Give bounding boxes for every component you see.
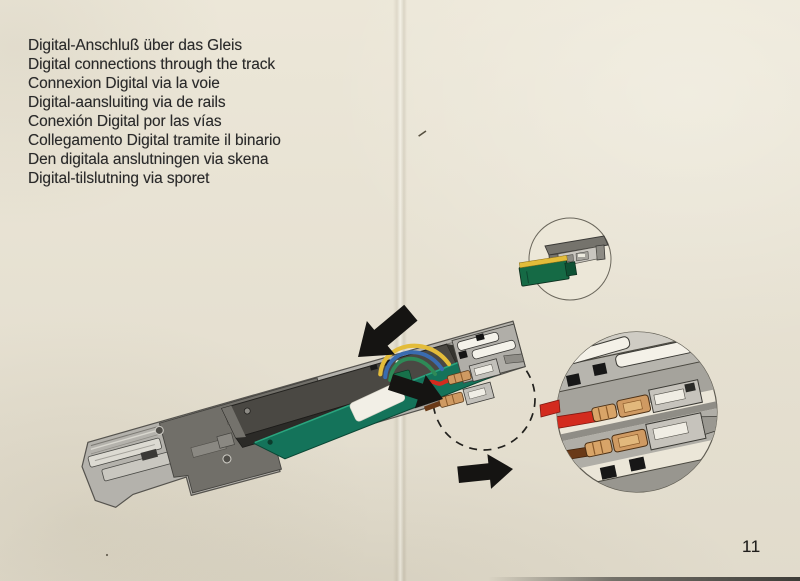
arrow-right-bottom-icon [457,454,513,489]
digital-connector-plug [518,255,578,287]
arrow-right-icon [387,374,443,409]
yellow-wire [378,343,452,377]
page-number: 11 [742,537,761,556]
plug-inset-figure [518,217,612,301]
heading-multilingual: Digital-Anschluß über das Gleis Digital … [28,36,281,188]
heading-line-swedish: Den digitala anslutningen via skena [28,151,269,168]
heading-line-spanish: Conexión Digital por las vías [28,113,222,130]
heading-line-danish: Digital-tilslutning via sporet [28,170,210,187]
pen-speck [418,130,427,137]
brown-wire [423,401,441,412]
screw-icon [222,454,232,464]
heading-line-italian: Collegamento Digital tramite il binario [28,132,281,149]
red-wire-stub [539,399,561,418]
heading-line-german: Digital-Anschluß über das Gleis [28,37,242,54]
heading-line-english: Digital connections through the track [28,56,276,73]
arrow-down-left-icon [358,304,418,357]
screw-icon [243,407,251,415]
copper-terminal-brown [438,391,465,408]
terminal-detail-brown [557,412,717,463]
copper-terminal-red [447,370,472,385]
plug-yellow-stripe [518,255,568,269]
terminal-detail-red [557,379,703,432]
connector-cluster [451,323,526,406]
paper-speck [105,553,109,557]
blue-wire [383,350,445,380]
heading-line-french: Connexion Digital via la voie [28,75,220,92]
screw-icon [154,425,164,435]
green-wire [388,356,438,382]
magnified-detail-figure [539,331,718,493]
heading-line-dutch: Digital-aansluiting via de rails [28,94,226,111]
track-illustration [81,320,526,508]
